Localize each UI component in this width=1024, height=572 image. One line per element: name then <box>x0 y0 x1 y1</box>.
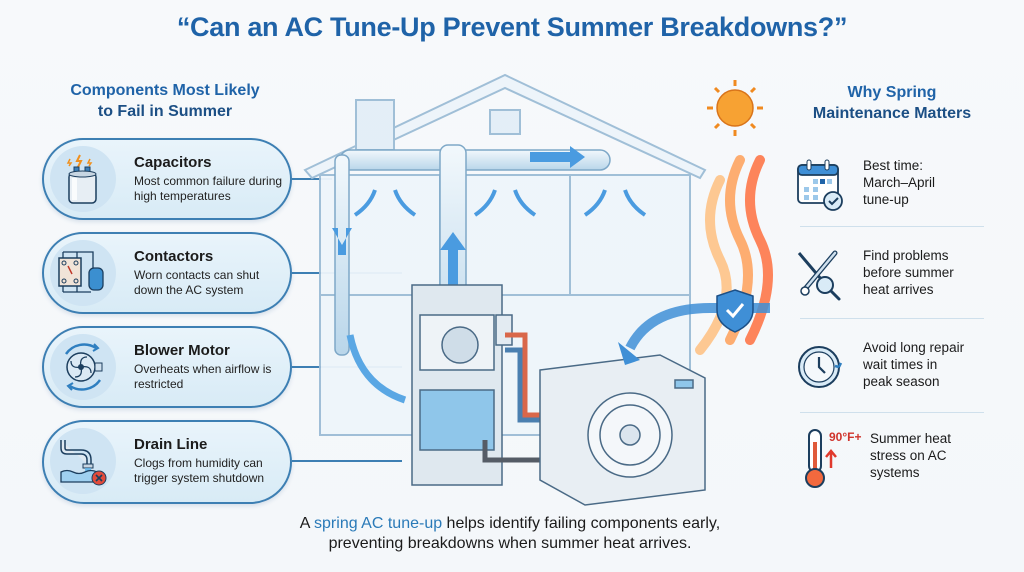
divider <box>800 226 984 227</box>
reason-line: March–April <box>863 175 936 190</box>
reason-line: Avoid long repair <box>863 340 965 355</box>
shield-check-icon <box>716 289 754 333</box>
reason-avoid-wait: Avoid long repair wait times in peak sea… <box>795 339 1015 409</box>
reason-line: Summer heat <box>870 431 952 446</box>
outdoor-condenser-unit <box>539 354 706 506</box>
reason-line: peak season <box>863 374 940 389</box>
furnace-unit <box>411 284 513 486</box>
reason-text: Summer heat stress on AC systems <box>870 430 951 481</box>
temperature-badge: 90°F+ <box>829 430 862 444</box>
reason-line: wait times in <box>863 357 938 372</box>
reason-line: stress on AC <box>870 448 947 463</box>
reason-best-time: Best time: March–April tune-up <box>795 157 1015 227</box>
component-name: Blower Motor <box>134 342 230 359</box>
reason-text: Find problems before summer heat arrives <box>863 247 954 298</box>
return-air-arrow <box>346 334 407 404</box>
footer-line1-rest: helps identify failing components early, <box>442 515 721 532</box>
calendar-check-icon <box>797 159 843 211</box>
component-name: Capacitors <box>134 154 212 171</box>
footer-summary: A spring AC tune-up helps identify faili… <box>230 514 790 554</box>
footer-prefix: A <box>299 515 315 532</box>
reason-find-problems: Find problems before summer heat arrives <box>795 247 1015 317</box>
reason-line: heat arrives <box>863 282 934 297</box>
component-description: Clogs from humidity can trigger system s… <box>134 456 265 485</box>
component-name: Contactors <box>134 248 214 265</box>
tools-magnifier-icon <box>797 250 841 301</box>
component-description: Overheats when airflow is restricted <box>134 362 272 391</box>
left-heading-line1: Components Most Likely <box>70 82 260 99</box>
reason-line: Best time: <box>863 158 924 173</box>
footer-line2: preventing breakdowns when summer heat a… <box>328 535 692 552</box>
footer-line1: A spring AC tune-up helps identify faili… <box>230 514 790 534</box>
page-title: “Can an AC Tune-Up Prevent Summer Breakd… <box>176 12 848 42</box>
thermometer-icon <box>805 429 837 488</box>
reason-heat-stress: Summer heat stress on AC systems <box>795 429 1015 500</box>
component-description: Worn contacts can shut down the AC syste… <box>134 268 260 297</box>
right-heading-line2: Maintenance Matters <box>812 105 972 122</box>
component-card-drain-line: Drain Line Clogs from humidity can trigg… <box>42 420 292 504</box>
reason-line: tune-up <box>863 192 909 207</box>
reason-line: Find problems <box>863 248 949 263</box>
component-card-blower-motor: Blower Motor Overheats when airflow is r… <box>42 326 292 408</box>
blower-fan-icon <box>50 334 116 400</box>
drain-pipe-icon <box>50 428 116 494</box>
capacitor-icon <box>50 146 116 212</box>
component-description: Most common failure during high temperat… <box>134 174 283 203</box>
reason-text: Best time: March–April tune-up <box>863 157 935 208</box>
divider <box>800 412 984 413</box>
protection-arrow <box>625 303 770 351</box>
reason-line: systems <box>870 465 920 480</box>
contactor-icon <box>50 240 116 306</box>
connector-line-drain-line <box>292 460 402 462</box>
component-name: Drain Line <box>134 436 208 453</box>
sun-icon <box>707 80 763 136</box>
component-card-capacitors: Capacitors Most common failure during hi… <box>42 138 292 220</box>
right-panel-heading: Why Spring Maintenance Matters <box>780 82 1004 124</box>
house-hvac-illustration <box>303 73 773 506</box>
reason-line: before summer <box>863 265 954 280</box>
airflow-arrows <box>332 146 585 300</box>
clock-icon <box>798 346 843 388</box>
divider <box>800 318 984 319</box>
left-panel-heading: Components Most Likely to Fail in Summer <box>30 80 300 122</box>
component-card-contactors: Contactors Worn contacts can shut down t… <box>42 232 292 314</box>
reason-text: Avoid long repair wait times in peak sea… <box>863 339 964 390</box>
vent-airflow-arrows <box>353 189 647 217</box>
left-heading-line2: to Fail in Summer <box>97 103 233 120</box>
right-heading-line1: Why Spring <box>847 84 937 101</box>
footer-highlight: spring AC tune-up <box>314 515 443 532</box>
